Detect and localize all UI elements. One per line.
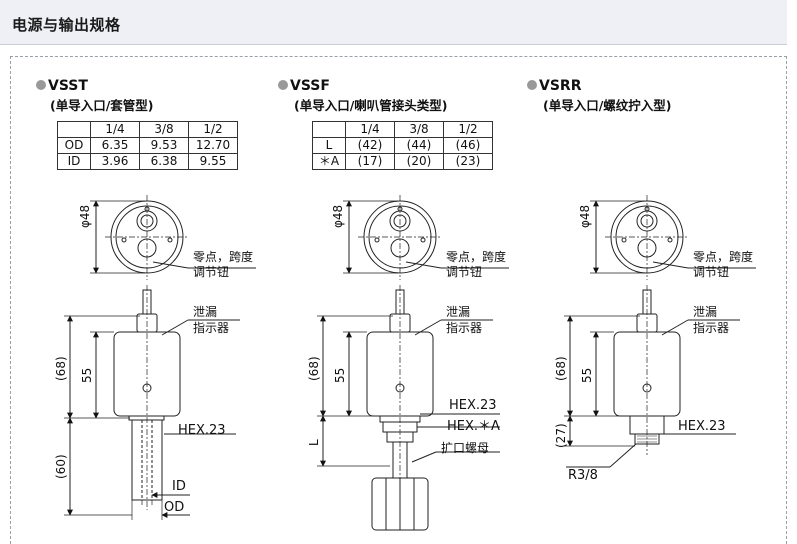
table-cell: (46) bbox=[443, 137, 493, 154]
hex-a-label: HEX.＊A bbox=[447, 419, 500, 434]
leak-indicator-label: 指示器 bbox=[446, 321, 483, 335]
table-cell: 3.96 bbox=[90, 153, 140, 170]
table-cell: 1/4 bbox=[90, 121, 140, 138]
leak-indicator-label: 指示器 bbox=[693, 321, 730, 335]
vsrr-drawing bbox=[564, 195, 756, 468]
zero-span-label: 零点，跨度 bbox=[193, 250, 254, 264]
table-cell: (23) bbox=[443, 153, 493, 170]
table-cell: 3/8 bbox=[394, 121, 444, 138]
bullet-icon bbox=[527, 80, 537, 90]
hex-label: HEX.23 bbox=[178, 423, 226, 438]
model-title-vssf: VSSF bbox=[278, 78, 330, 94]
table-row: L(42)(44)(46) bbox=[312, 137, 493, 154]
dim-diameter-label: φ48 bbox=[578, 204, 592, 228]
leak-indicator-label: 泄漏 bbox=[193, 305, 218, 319]
dim-diameter-label: φ48 bbox=[331, 204, 345, 228]
zero-span-label: 调节钮 bbox=[193, 265, 230, 279]
leak-indicator-label: 泄漏 bbox=[693, 305, 718, 319]
dim-body-label: 55 bbox=[80, 367, 94, 383]
model-subtitle-vsrr: (单导入口/螺纹拧入型) bbox=[543, 98, 672, 113]
vssf-drawing bbox=[317, 195, 509, 531]
flare-nut-label: 扩口螺母 bbox=[441, 441, 490, 455]
page-title: 电源与输出规格 bbox=[12, 16, 121, 34]
hex-label: HEX.23 bbox=[449, 398, 497, 413]
model-name: VSSF bbox=[290, 78, 330, 94]
table-cell: (42) bbox=[345, 137, 395, 154]
table-cell: 9.53 bbox=[139, 137, 189, 154]
dim-pipe-label: (60) bbox=[54, 454, 68, 479]
table-cell: 6.38 bbox=[139, 153, 189, 170]
bullet-icon bbox=[36, 80, 46, 90]
model-subtitle-vsst: (单导入口/套管型) bbox=[50, 98, 154, 113]
dim-l-label: L bbox=[307, 439, 321, 446]
table-cell: (20) bbox=[394, 153, 444, 170]
model-title-vsrr: VSRR bbox=[527, 78, 581, 94]
dim-thread-label: (27) bbox=[554, 423, 568, 448]
dim-total-label: (68) bbox=[554, 356, 568, 381]
id-label: ID bbox=[172, 479, 186, 494]
od-label: OD bbox=[164, 500, 185, 515]
dim-total-label: (68) bbox=[54, 356, 68, 381]
table-cell: 9.55 bbox=[188, 153, 238, 170]
leak-indicator-label: 指示器 bbox=[193, 321, 230, 335]
dim-body-label: 55 bbox=[580, 367, 594, 383]
table-cell: 1/2 bbox=[443, 121, 493, 138]
bullet-icon bbox=[278, 80, 288, 90]
table-cell: ＊A bbox=[312, 153, 346, 170]
zero-span-label: 零点，跨度 bbox=[693, 250, 754, 264]
drawing-panel bbox=[10, 56, 787, 544]
hex-label: HEX.23 bbox=[678, 419, 726, 434]
table-cell: 1/4 bbox=[345, 121, 395, 138]
model-name: VSRR bbox=[539, 78, 582, 94]
zero-span-label: 调节钮 bbox=[693, 265, 730, 279]
vsst-drawing bbox=[64, 195, 256, 520]
dim-body-label: 55 bbox=[333, 367, 347, 383]
zero-span-label: 调节钮 bbox=[446, 265, 483, 279]
table-cell: ID bbox=[57, 153, 91, 170]
thread-label: R3/8 bbox=[568, 468, 598, 483]
leak-indicator-label: 泄漏 bbox=[446, 305, 471, 319]
model-subtitle-vssf: (单导入口/喇叭管接头类型) bbox=[294, 98, 448, 113]
dim-total-label: (68) bbox=[307, 356, 321, 381]
model-name: VSST bbox=[48, 78, 88, 94]
zero-span-label: 零点，跨度 bbox=[446, 250, 507, 264]
table-cell: 3/8 bbox=[139, 121, 189, 138]
section-header: 电源与输出规格 bbox=[0, 0, 787, 45]
dim-diameter-label: φ48 bbox=[78, 204, 92, 228]
table-cell: (44) bbox=[394, 137, 444, 154]
table-cell: 12.70 bbox=[188, 137, 238, 154]
table-row: ＊A(17)(20)(23) bbox=[312, 153, 493, 170]
model-title-vsst: VSST bbox=[36, 78, 88, 94]
